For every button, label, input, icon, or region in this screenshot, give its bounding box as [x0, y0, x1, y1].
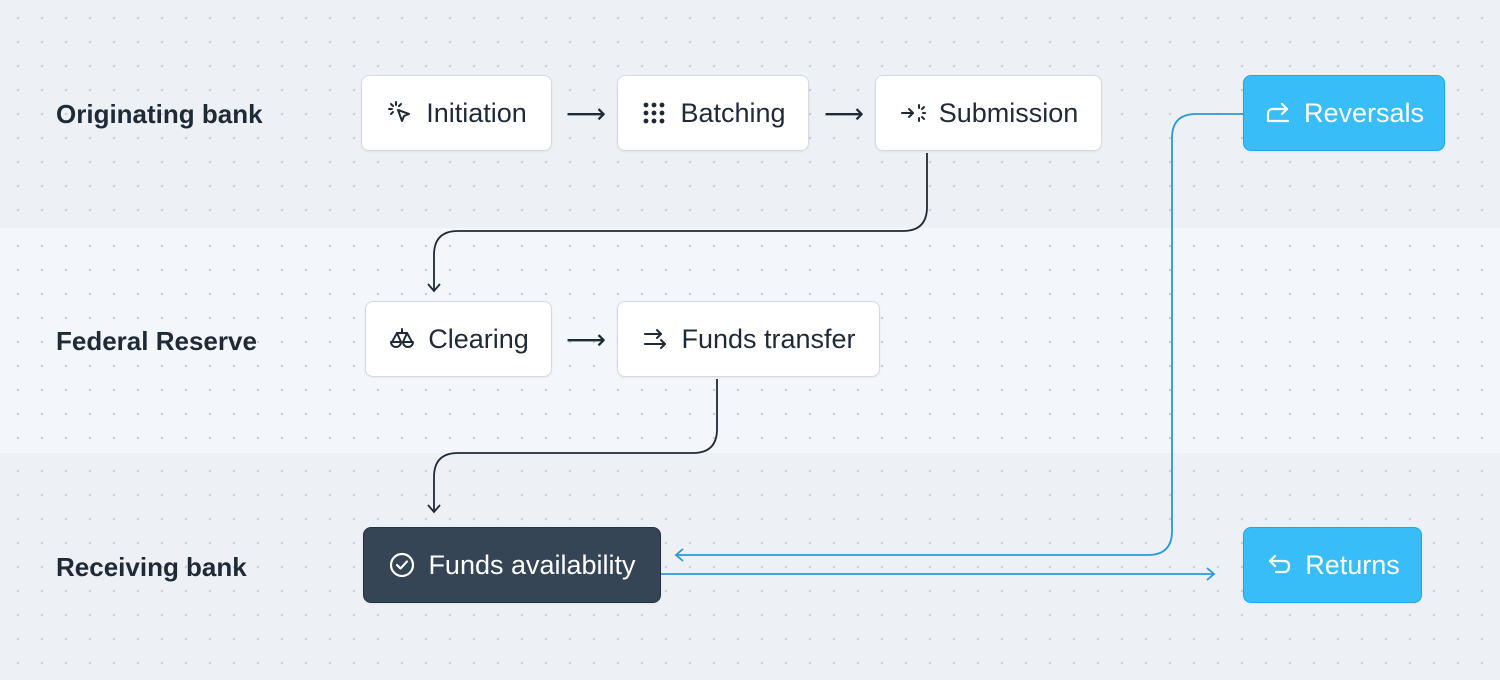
arrowhead-reversals	[674, 548, 684, 562]
node-initiation[interactable]: Initiation	[361, 75, 552, 151]
undo-arrow-icon	[1265, 551, 1293, 579]
node-label-funds-transfer: Funds transfer	[681, 323, 856, 354]
grid-dots-icon	[640, 99, 668, 127]
node-submission[interactable]: Submission	[875, 75, 1102, 151]
node-reversals[interactable]: Reversals	[1243, 75, 1445, 151]
redo-arrow-icon	[1264, 99, 1292, 127]
merge-arrow-icon	[899, 99, 927, 127]
lane-label-originating-bank: Originating bank	[56, 99, 263, 129]
connector-reversals-availability	[676, 113, 1243, 556]
node-label-funds-availability: Funds availability	[428, 549, 636, 580]
check-circle-icon	[388, 551, 416, 579]
node-returns[interactable]: Returns	[1243, 527, 1422, 603]
connector-submission-clearing	[433, 153, 928, 290]
connector-transfer-availability	[433, 379, 718, 511]
arrowhead-returns	[1206, 567, 1216, 581]
arrowhead-clearing	[427, 283, 441, 293]
node-label-batching: Batching	[680, 97, 786, 128]
node-label-initiation: Initiation	[426, 97, 527, 128]
arrow-clearing-transfer: ⟶	[566, 324, 607, 355]
node-label-reversals: Reversals	[1303, 97, 1425, 128]
pointer-click-icon	[386, 99, 414, 127]
arrow-initiation-batching: ⟶	[566, 98, 607, 129]
lane-label-receiving-bank: Receiving bank	[56, 552, 247, 582]
arrow-batching-submission: ⟶	[824, 98, 865, 129]
scale-icon	[388, 325, 416, 353]
arrowhead-availability	[427, 504, 441, 514]
node-label-returns: Returns	[1305, 549, 1400, 580]
lane-label-federal-reserve: Federal Reserve	[56, 326, 257, 356]
node-clearing[interactable]: Clearing	[365, 301, 552, 377]
transfer-arrows-icon	[641, 325, 669, 353]
node-batching[interactable]: Batching	[617, 75, 809, 151]
node-label-submission: Submission	[938, 97, 1079, 128]
node-label-clearing: Clearing	[428, 323, 529, 354]
lane-federal-reserve	[0, 228, 1500, 453]
node-funds-transfer[interactable]: Funds transfer	[617, 301, 880, 377]
node-funds-availability[interactable]: Funds availability	[363, 527, 661, 603]
